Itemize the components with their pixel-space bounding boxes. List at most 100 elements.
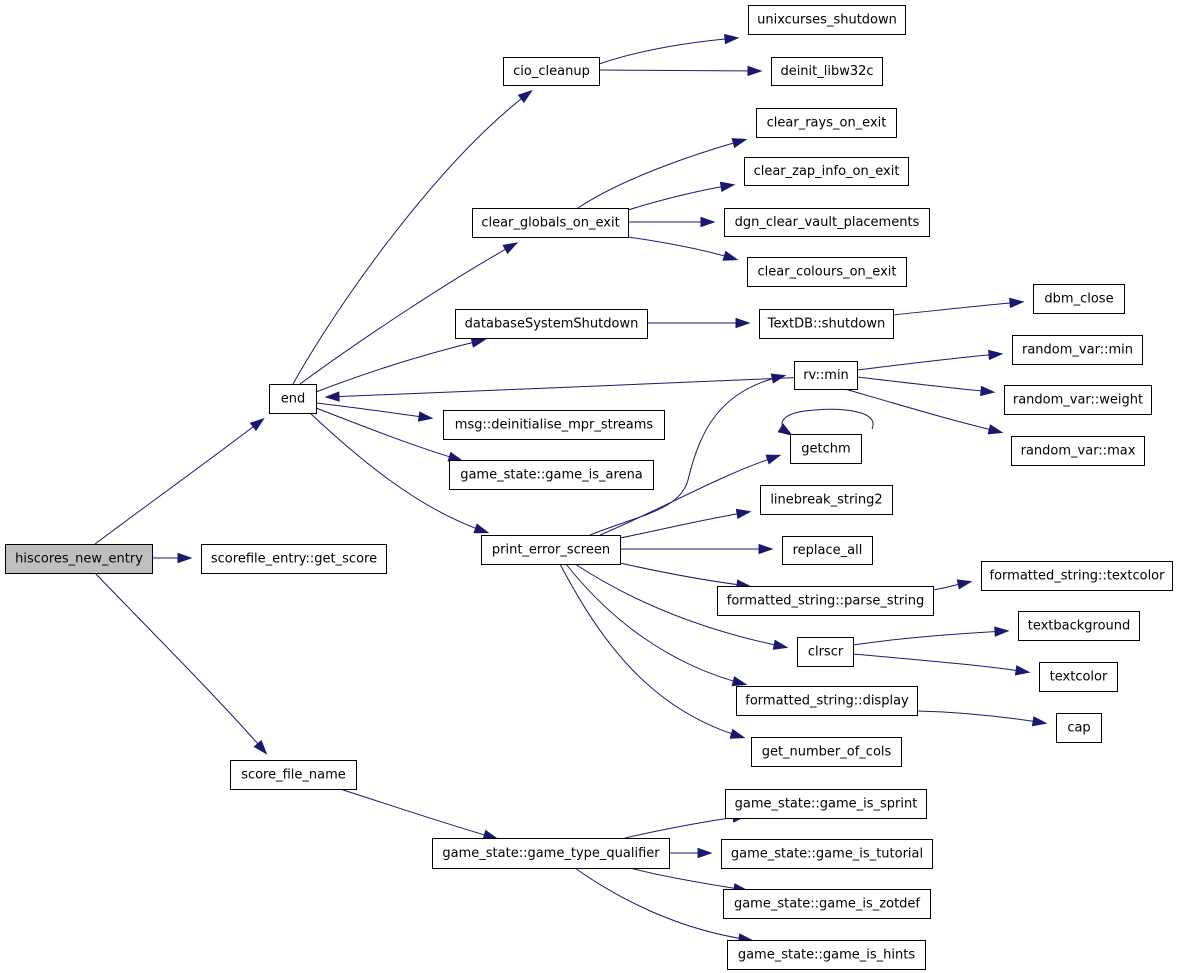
- arrowhead: [980, 385, 996, 397]
- node-game-is-hints[interactable]: game_state::game_is_hints: [727, 940, 926, 970]
- node-label: game_state::game_type_qualifier: [442, 846, 660, 861]
- node-hiscores-new-entry[interactable]: hiscores_new_entry: [5, 544, 153, 574]
- node-game-is-tutorial[interactable]: game_state::game_is_tutorial: [721, 839, 933, 869]
- node-random-var-min[interactable]: random_var::min: [1012, 335, 1143, 365]
- arrowhead: [956, 579, 973, 590]
- node-print-error-screen[interactable]: print_error_screen: [481, 535, 621, 565]
- node-deinitialise-mpr-streams[interactable]: msg::deinitialise_mpr_streams: [443, 410, 665, 440]
- node-label: cap: [1067, 721, 1090, 736]
- node-unixcurses-shutdown[interactable]: unixcurses_shutdown: [748, 5, 906, 35]
- node-fs-display[interactable]: formatted_string::display: [736, 686, 918, 716]
- arrowhead: [987, 424, 1004, 435]
- node-box: [449, 460, 654, 490]
- node-box: [503, 57, 600, 86]
- node-replace-all[interactable]: replace_all: [782, 536, 873, 565]
- node-textbackground[interactable]: textbackground: [1018, 611, 1140, 641]
- node-label: end: [281, 392, 306, 407]
- edge-print-error-screen-to-parse-string: [619, 562, 752, 590]
- node-box: [748, 5, 906, 35]
- node-box: [794, 361, 858, 390]
- node-label: cio_cleanup: [513, 64, 590, 79]
- edge-end-to-deinitialise-mpr-streams: [315, 402, 434, 422]
- node-box: [201, 544, 387, 574]
- node-textcolor[interactable]: textcolor: [1039, 662, 1118, 692]
- node-box: [724, 208, 930, 237]
- node-label: formatted_string::display: [745, 694, 909, 709]
- node-box: [721, 839, 933, 869]
- node-rv-min[interactable]: rv::min: [794, 361, 858, 390]
- node-cio-cleanup[interactable]: cio_cleanup: [503, 57, 600, 86]
- node-game-is-arena[interactable]: game_state::game_is_arena: [449, 460, 654, 490]
- node-box: [717, 586, 934, 616]
- node-textdb-shutdown[interactable]: TextDB::shutdown: [759, 309, 894, 339]
- arrowhead: [735, 317, 751, 329]
- node-score-file-name[interactable]: score_file_name: [230, 760, 357, 790]
- node-label: clear_zap_info_on_exit: [754, 164, 900, 179]
- edge-print-error-screen-to-clrscr: [574, 563, 789, 650]
- arrowhead: [1009, 297, 1025, 309]
- node-label: print_error_screen: [492, 543, 610, 558]
- edge-clrscr-to-textcolor: [852, 653, 1031, 676]
- node-random-var-max[interactable]: random_var::max: [1011, 436, 1145, 466]
- edge-cio-cleanup-to-deinit-libw32c: [598, 65, 763, 77]
- arrowhead: [731, 676, 748, 687]
- node-get-score[interactable]: scorefile_entry::get_score: [201, 544, 387, 574]
- node-label: formatted_string::parse_string: [727, 594, 924, 609]
- node-game-is-zotdef[interactable]: game_state::game_is_zotdef: [723, 889, 931, 919]
- node-box: [1011, 436, 1145, 466]
- node-get-number-of-cols[interactable]: get_number_of_cols: [751, 737, 902, 767]
- node-label: formatted_string::textcolor: [990, 569, 1166, 584]
- node-clear-globals-on-exit[interactable]: clear_globals_on_exit: [472, 208, 629, 238]
- edge-cio-cleanup-to-unixcurses-shutdown: [598, 33, 740, 65]
- node-dbm-close[interactable]: dbm_close: [1033, 284, 1125, 314]
- node-label: linebreak_string2: [770, 493, 882, 508]
- node-box: [736, 686, 918, 716]
- edge-getchm-to-getchm: [777, 408, 874, 436]
- arrowhead: [722, 250, 739, 261]
- edge-clear-globals-on-exit-to-clear-rays-on-exit: [577, 138, 748, 209]
- node-label: deinit_libw32c: [780, 64, 873, 79]
- node-clear-colours-on-exit[interactable]: clear_colours_on_exit: [747, 257, 907, 287]
- edge-rv-min-to-random-var-min: [856, 349, 1004, 371]
- node-clear-zap-info-on-exit[interactable]: clear_zap_info_on_exit: [744, 157, 909, 186]
- node-random-var-weight[interactable]: random_var::weight: [1004, 385, 1152, 415]
- node-label: get_number_of_cols: [762, 745, 892, 760]
- edge-parse-string-to-fs-textcolor: [932, 579, 973, 591]
- node-clrscr[interactable]: clrscr: [797, 637, 854, 667]
- node-box: [472, 208, 629, 238]
- node-getchm[interactable]: getchm: [790, 434, 862, 464]
- node-box: [747, 257, 907, 287]
- arrowhead: [747, 65, 763, 77]
- node-label: random_var::weight: [1013, 393, 1143, 408]
- arrowhead: [770, 373, 787, 384]
- node-box: [1012, 335, 1143, 365]
- arrowhead: [735, 508, 752, 520]
- node-box: [1056, 713, 1102, 743]
- node-dgn-clear-vault-placements[interactable]: dgn_clear_vault_placements: [724, 208, 930, 237]
- node-end[interactable]: end: [269, 384, 317, 414]
- arrowhead: [697, 847, 713, 859]
- node-label: score_file_name: [241, 768, 346, 783]
- node-label: game_state::game_is_zotdef: [734, 897, 920, 912]
- arrowhead: [777, 423, 793, 436]
- node-game-type-qualifier[interactable]: game_state::game_type_qualifier: [432, 838, 670, 869]
- node-label: random_var::min: [1022, 343, 1133, 358]
- node-parse-string[interactable]: formatted_string::parse_string: [717, 586, 934, 616]
- node-box: [230, 760, 357, 790]
- node-clear-rays-on-exit[interactable]: clear_rays_on_exit: [756, 108, 897, 138]
- node-game-is-sprint[interactable]: game_state::game_is_sprint: [725, 789, 927, 819]
- edge-databaseSystemShutdown-to-textdb-shutdown: [647, 317, 751, 329]
- node-linebreak-string2[interactable]: linebreak_string2: [760, 485, 893, 515]
- node-label: clear_globals_on_exit: [481, 216, 619, 231]
- node-fs-textcolor[interactable]: formatted_string::textcolor: [981, 561, 1173, 591]
- edge-clear-globals-on-exit-to-clear-zap-info-on-exit: [627, 181, 736, 211]
- arrowhead: [1014, 665, 1031, 676]
- node-box: [1004, 385, 1152, 415]
- node-label: msg::deinitialise_mpr_streams: [455, 418, 654, 433]
- edge-end-to-clear-globals-on-exit: [299, 242, 519, 385]
- node-databaseSystemShutdown[interactable]: databaseSystemShutdown: [455, 309, 648, 339]
- node-deinit-libw32c[interactable]: deinit_libw32c: [771, 57, 883, 86]
- node-cap[interactable]: cap: [1056, 713, 1102, 743]
- edge-textdb-shutdown-to-dbm-close: [892, 297, 1025, 316]
